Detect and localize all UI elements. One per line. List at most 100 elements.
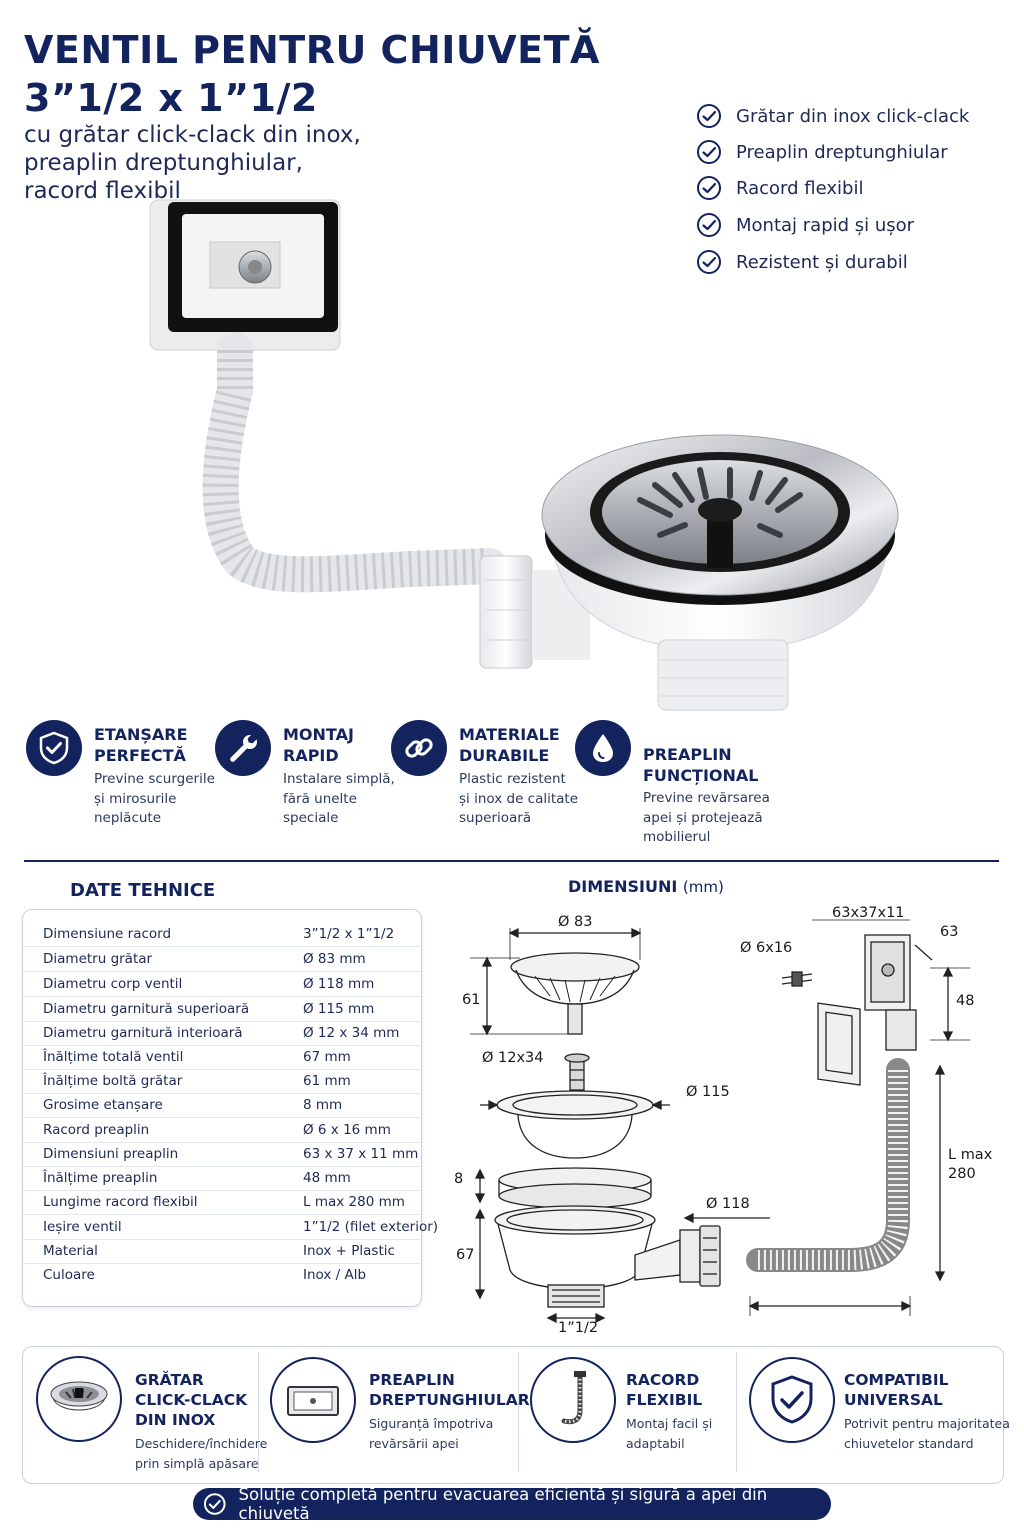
- check-circle-icon: [697, 213, 721, 237]
- feature-icon-circle: [36, 1356, 122, 1442]
- dim-label: Ø 83: [558, 914, 593, 930]
- feature-text: Previne scurgerile și mirosurile neplăcu…: [94, 771, 215, 826]
- dim-label: 8: [454, 1171, 464, 1187]
- feature-title: GRĂTAR CLICK-CLACK DIN INOX: [135, 1371, 248, 1429]
- feature-text: Plastic rezistent și inox de calitate su…: [459, 771, 579, 826]
- feature-icon-circle: [270, 1357, 356, 1443]
- feature-title: ETANȘARE PERFECTĂ: [94, 725, 188, 765]
- checklist-item: Montaj rapid și ușor: [696, 211, 914, 239]
- spec-value: 67 mm: [303, 1049, 351, 1065]
- dim-label: 63: [940, 924, 959, 940]
- feature-icon-circle: [26, 720, 82, 776]
- spec-label: Racord preaplin: [43, 1122, 150, 1138]
- dim-label: 61: [462, 992, 481, 1008]
- spec-row: Înălțime totală ventil 67 mm: [22, 1045, 420, 1070]
- spec-value: 1”1/2 (filet exterior): [303, 1219, 439, 1235]
- spec-value: Ø 6 x 16 mm: [303, 1122, 391, 1138]
- spec-label: Ieșire ventil: [43, 1219, 122, 1235]
- spec-row: Dimensiune racord 3”1/2 x 1”1/2: [22, 922, 420, 947]
- dim-label: 48: [956, 993, 975, 1009]
- check-circle-icon: [697, 176, 721, 200]
- spec-row: Culoare Inox / Alb: [22, 1263, 420, 1287]
- check-circle-icon: [697, 104, 721, 128]
- subtitle-line: cu grătar click-clack din inox,: [24, 122, 361, 148]
- spec-row: Ieșire ventil 1”1/2 (filet exterior): [22, 1215, 438, 1240]
- spec-row: Material Inox + Plastic: [22, 1239, 420, 1264]
- water-drop-icon: [593, 734, 613, 762]
- spec-value: 8 mm: [303, 1097, 343, 1113]
- product-title-line-2: 3”1/2 x 1”1/2: [24, 76, 318, 120]
- feature-icon-circle: [575, 720, 631, 776]
- spec-label: Diametru garnitură superioară: [43, 1001, 250, 1017]
- feature-text: Previne revărsarea apei și protejează mo…: [643, 790, 770, 845]
- check-circle-icon: [697, 250, 721, 274]
- spec-label: Material: [43, 1243, 98, 1259]
- dim-label: L max: [948, 1147, 993, 1163]
- spec-label: Diametru corp ventil: [43, 976, 183, 992]
- separator: [736, 1352, 737, 1472]
- shield-check-icon: [771, 1375, 813, 1424]
- specs-table: [22, 909, 422, 1307]
- feature-title: PREAPLIN DREPTUNGHIULAR: [369, 1371, 530, 1409]
- overflow-plate-icon: [287, 1386, 339, 1416]
- dim-label: 67: [456, 1247, 475, 1263]
- checklist-label: Racord flexibil: [736, 177, 864, 199]
- wrench-icon: [230, 734, 257, 762]
- dimension-drawing: [470, 919, 970, 1324]
- subtitle-line: racord flexibil: [24, 178, 181, 204]
- spec-row: Grosime etanșare 8 mm: [22, 1093, 420, 1118]
- checklist-item: Rezistent și durabil: [696, 248, 908, 276]
- dim-label: Ø 6x16: [740, 940, 793, 956]
- feature-title: MONTAJ RAPID: [283, 725, 354, 765]
- spec-label: Culoare: [43, 1267, 95, 1283]
- checklist-item: Grătar din inox click-clack: [696, 102, 969, 130]
- check-circle-icon: [697, 140, 721, 164]
- feature-text: Instalare simplă, fără unelte speciale: [283, 771, 395, 826]
- checklist-label: Preaplin dreptunghiular: [736, 141, 948, 163]
- spec-label: Înălțime totală ventil: [43, 1049, 184, 1065]
- spec-value: Ø 12 x 34 mm: [303, 1025, 400, 1041]
- flexible-hose-icon: [561, 1371, 586, 1425]
- dim-label: 1”1/2: [558, 1320, 599, 1336]
- spec-value: 61 mm: [303, 1073, 351, 1089]
- dim-label: 280: [948, 1166, 976, 1182]
- feature-icon-circle: [391, 720, 447, 776]
- feature-icon-circle: [749, 1357, 835, 1443]
- feature-title: PREAPLIN FUNCȚIONAL: [643, 745, 759, 785]
- checklist-item: Preaplin dreptunghiular: [696, 138, 948, 166]
- dim-label: Ø 115: [686, 1084, 730, 1100]
- dim-label: 63x37x11: [832, 905, 905, 921]
- checklist-item: Racord flexibil: [696, 174, 863, 202]
- strainer-icon: [50, 1381, 108, 1411]
- feature-icon-circle: [530, 1357, 616, 1443]
- spec-value: L max 280 mm: [303, 1194, 405, 1210]
- feature-text: Montaj facil și adaptabil: [626, 1416, 713, 1451]
- spec-row: Înălțime boltă grătar 61 mm: [22, 1069, 420, 1094]
- dim-label: Ø 118: [706, 1196, 750, 1212]
- spec-label: Înălțime boltă grătar: [43, 1073, 183, 1089]
- checklist-label: Rezistent și durabil: [736, 251, 908, 273]
- spec-label: Dimensiune racord: [43, 926, 172, 942]
- chain-link-icon: [405, 738, 433, 758]
- spec-value: 3”1/2 x 1”1/2: [303, 926, 395, 942]
- spec-label: Diametru grătar: [43, 951, 153, 967]
- spec-label: Grosime etanșare: [43, 1097, 163, 1113]
- banner-text: Soluție completă pentru evacuarea eficie…: [238, 1485, 768, 1523]
- spec-value: Inox + Plastic: [303, 1243, 395, 1259]
- spec-label: Înălțime preaplin: [43, 1170, 158, 1186]
- subtitle-line: preaplin dreptunghiular,: [24, 150, 303, 176]
- product-title-line-1: VENTIL PENTRU CHIUVETĂ: [24, 28, 600, 72]
- feature-icon-circle: [215, 720, 271, 776]
- product-image: [149, 199, 899, 711]
- feature-title: COMPATIBIL UNIVERSAL: [844, 1371, 949, 1409]
- spec-label: Lungime racord flexibil: [43, 1194, 198, 1210]
- feature-title: MATERIALE DURABILE: [459, 725, 560, 765]
- spec-value: Inox / Alb: [303, 1267, 367, 1283]
- feature-text: Deschidere/închidere prin simplă apăsare: [135, 1436, 268, 1471]
- feature-text: Potrivit pentru majoritatea chiuvetelor …: [844, 1416, 1010, 1451]
